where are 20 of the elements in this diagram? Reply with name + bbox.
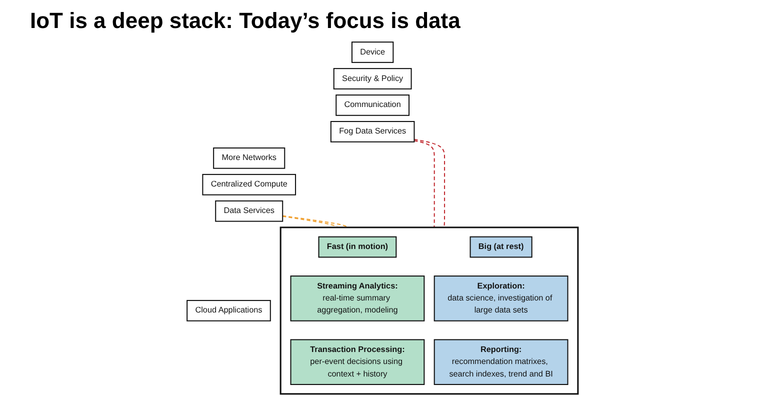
connector	[414, 140, 435, 228]
node-box	[290, 276, 425, 322]
node-box	[215, 200, 284, 222]
node-box	[318, 236, 397, 258]
node-box	[213, 147, 286, 169]
diagram-title: IoT is a deep stack: Today’s focus is data	[29, 7, 462, 35]
node-box	[290, 339, 425, 385]
node-box	[470, 236, 532, 258]
node-box	[434, 276, 568, 322]
node-box	[333, 68, 412, 90]
cluster	[280, 226, 579, 395]
connector	[414, 138, 446, 228]
node-box	[434, 339, 568, 385]
node-box	[336, 94, 410, 116]
node-box	[351, 42, 394, 63]
node-box	[186, 300, 271, 322]
node-box	[330, 121, 415, 142]
node-box	[202, 174, 296, 196]
diagram: Fast (in motion) Streaming Analytics: real-time summary aggregation, modeling Big (at rest) Exploration: data science, investigation of large data sets Transaction Processing: per-event decisions using context + history Reporting: recommendation matrixes, search indexes, trend and BI Device Security & Policy Communication Fog Data Services More Networks Centralized Compute Data Services Cloud Applications	[182, 38, 582, 398]
connector	[282, 215, 348, 228]
